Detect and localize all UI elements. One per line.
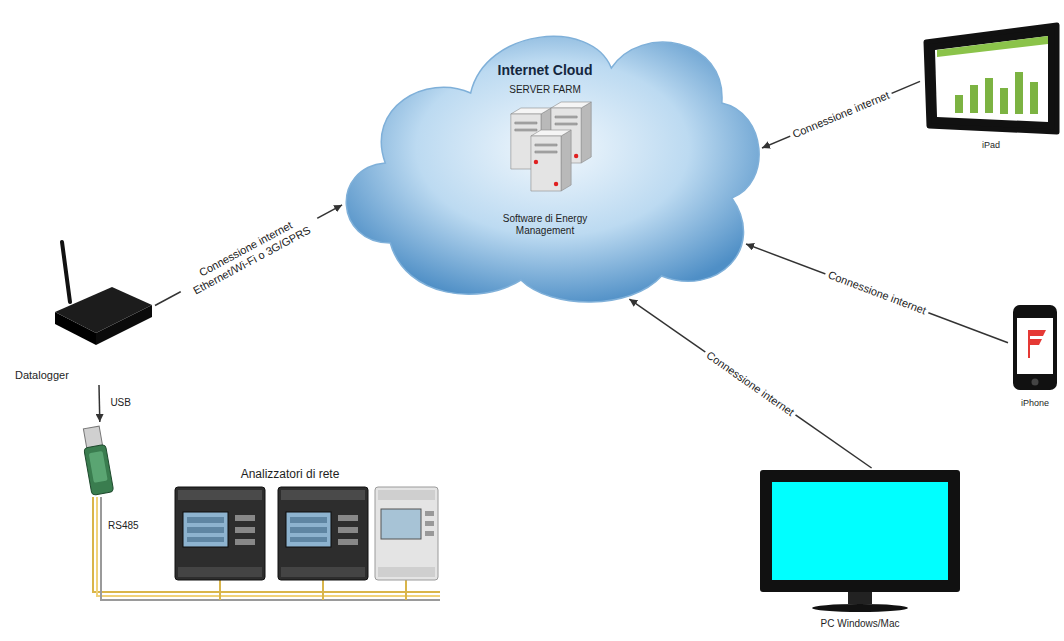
connector-arrow [629, 299, 871, 468]
network-analyzer [175, 487, 265, 580]
server-part [551, 102, 591, 108]
server-led [534, 160, 538, 164]
cloud-outline [330, 18, 762, 303]
connection-label: USB [107, 397, 134, 409]
device-label: Datalogger [15, 369, 95, 382]
server-part [531, 136, 561, 191]
cloud-region: Internet CloudSERVER FARM Software di Ene… [330, 18, 762, 303]
signal-name: RS485 [108, 520, 139, 531]
server-led [574, 154, 578, 158]
text-holder: PC Windows/Mac [755, 618, 965, 630]
label-holder: RS485 [108, 520, 139, 531]
label-holder: Connessione internet [788, 87, 894, 142]
label-holder: Connessione internet Ethernet/Wi-Fi o 3G… [174, 207, 323, 304]
pc-device: PC Windows/Mac [755, 468, 967, 638]
server-part [511, 108, 551, 114]
network-analyzer [278, 487, 368, 580]
server-part [535, 151, 557, 153]
server-part [555, 116, 577, 118]
text-holder: Internet Cloud [330, 62, 760, 79]
connection-label: Connessione internet [823, 268, 931, 319]
label-holder: Connessione internet [702, 347, 800, 421]
ipad-device: iPad [920, 22, 1062, 157]
device-label: PC Windows/Mac [755, 618, 965, 630]
ipad-icon [926, 25, 1057, 132]
server-part [581, 102, 591, 163]
connector-arrow [155, 205, 342, 306]
device-label: iPad [960, 140, 1022, 151]
group-label: Analizzatori di rete [205, 467, 375, 481]
label-holder: Connessione internet [823, 268, 931, 319]
connector-arrow [98, 385, 100, 422]
analyzer-group: Analizzatori di rete [80, 422, 440, 612]
server-part [561, 130, 571, 191]
iphone-icon [1013, 305, 1057, 390]
server-part [515, 129, 537, 131]
server-icon [511, 102, 591, 191]
server-part [515, 122, 537, 124]
datalogger-icon [55, 242, 152, 345]
server-label: SERVER FARM [330, 84, 760, 96]
network-analyzer [375, 487, 438, 580]
device-label: iPhone [1008, 398, 1062, 409]
cloud-title: Internet Cloud [330, 62, 760, 79]
connection-label: Connessione internet [788, 87, 894, 142]
usb-adapter [80, 426, 113, 496]
server-part [555, 123, 577, 125]
text-holder: Datalogger [15, 369, 95, 382]
connector-arrow [746, 244, 1008, 343]
datalogger-device: Datalogger [15, 235, 155, 385]
text-holder: iPad [960, 140, 1022, 151]
server-part [535, 144, 557, 146]
connector-arrow [762, 81, 920, 148]
text-holder: Analizzatori di rete [205, 467, 375, 481]
server-led [554, 182, 558, 186]
label-holder: USB [107, 397, 134, 409]
connection-label: Connessione internet [702, 347, 800, 421]
text-holder: SERVER FARM [330, 84, 760, 96]
pc-monitor [760, 470, 960, 612]
text-holder: Software di Energy Management [480, 213, 610, 237]
connection-label: Connessione internet Ethernet/Wi-Fi o 3G… [174, 207, 323, 304]
software-label: Software di Energy Management [480, 213, 610, 237]
iphone-device: iPhone [1008, 305, 1064, 413]
server-part [531, 130, 571, 136]
text-holder: iPhone [1008, 398, 1062, 409]
